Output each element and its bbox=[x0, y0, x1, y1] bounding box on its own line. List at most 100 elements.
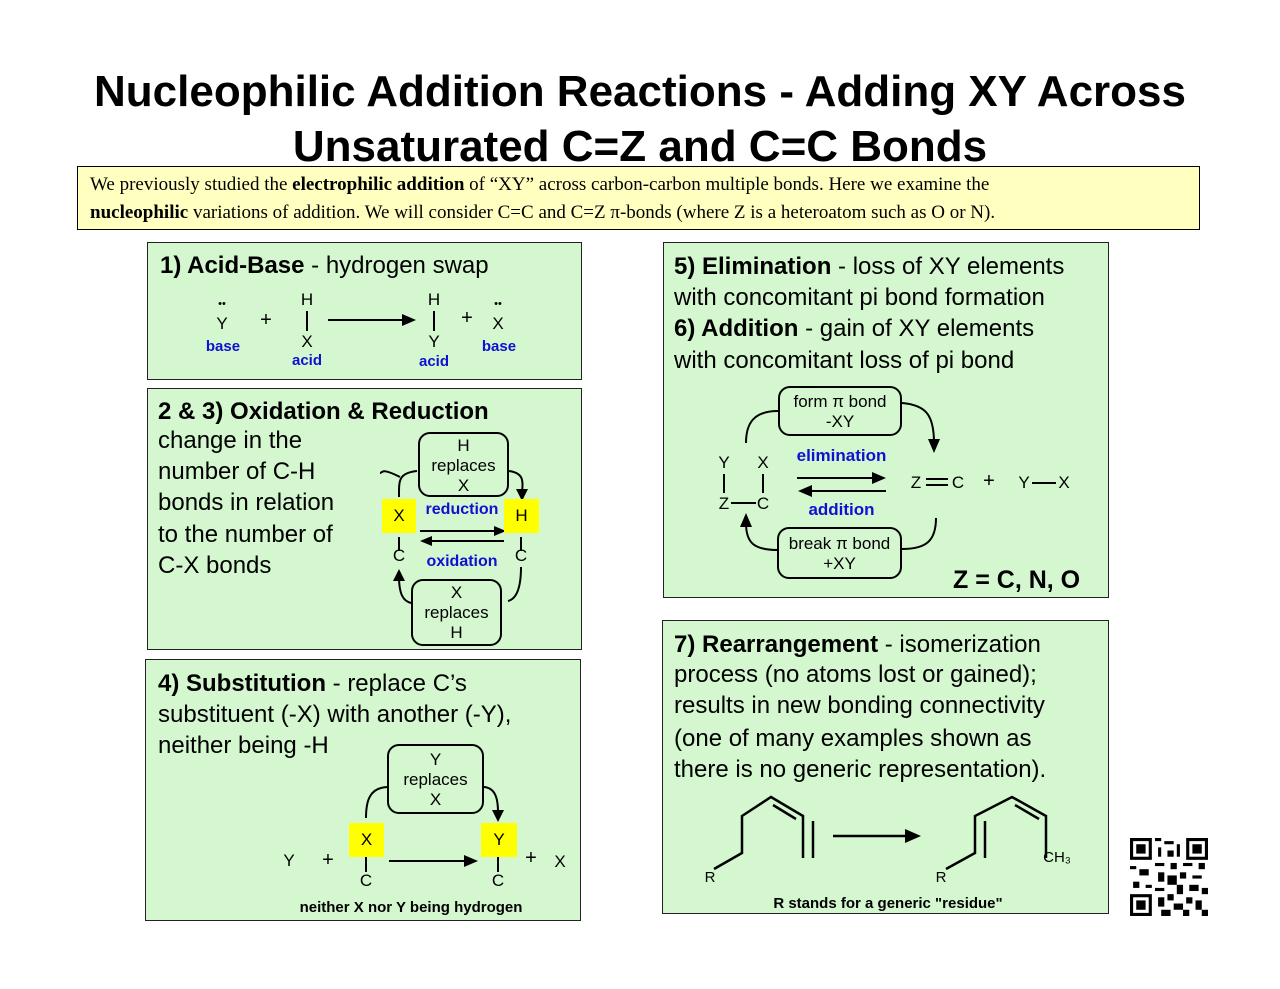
break-pi-bond-line1: break π bond bbox=[788, 534, 891, 553]
rearrangement-line-2: process (no atoms lost or gained); bbox=[674, 661, 1037, 688]
intro-bold-1: electrophilic addition bbox=[292, 174, 465, 195]
rearrangement-panel: 7) Rearrangement - isomerization process… bbox=[662, 620, 1109, 914]
intro-bold-2: nucleophilic bbox=[90, 202, 189, 223]
y-highlight-sub: Y bbox=[481, 823, 517, 857]
rearrangement-line-3: results in new bonding connectivity bbox=[674, 692, 1045, 719]
base-x: X bbox=[492, 314, 504, 333]
h-replaces-x-box: H replaces X bbox=[418, 432, 509, 497]
product-z: Z bbox=[910, 473, 922, 492]
substitution-title: 4) Substitution bbox=[158, 670, 326, 697]
acid-base-bonds bbox=[306, 311, 435, 331]
y-replaces-x-line1: Y bbox=[429, 750, 442, 769]
rearrangement-footnote: R stands for a generic "residue" bbox=[773, 895, 1003, 912]
page-title-line1: Nucleophilic Addition Reactions - Adding… bbox=[94, 67, 1186, 116]
leaving-x: X bbox=[554, 852, 566, 871]
h-replaces-x-line2: replaces bbox=[431, 456, 496, 475]
plus-left: + bbox=[322, 849, 334, 871]
oxred-line-1: change in the bbox=[158, 427, 303, 454]
oxidation-reduction-panel: 2 & 3) Oxidation & Reduction change in t… bbox=[147, 388, 582, 650]
base-label-2: base bbox=[481, 338, 517, 355]
elimination-title: 5) Elimination bbox=[674, 253, 832, 280]
break-pi-bond-line2: +XY bbox=[823, 554, 856, 573]
x-replaces-h-line3: H bbox=[450, 623, 463, 642]
substitution-panel: 4) Substitution - replace C’s substituen… bbox=[145, 659, 581, 921]
form-pi-bond-line1: form π bond bbox=[793, 392, 887, 411]
lone-pair-dots-2: •• bbox=[494, 298, 502, 310]
addition-label: addition bbox=[808, 500, 875, 519]
form-pi-bond-line2: -XY bbox=[825, 412, 855, 431]
addition-line-2: with concomitant loss of pi bond bbox=[674, 347, 1015, 374]
lone-pair-dots-1: •• bbox=[218, 298, 226, 310]
intro-text-2: of “XY” across carbon-carbon multiple bo… bbox=[464, 174, 990, 195]
h-highlight: H bbox=[504, 499, 539, 533]
intro-text-1: We previously studied the bbox=[90, 174, 293, 195]
nucleophile-y: Y bbox=[283, 851, 295, 870]
plus-xy: + bbox=[983, 470, 995, 492]
carbon-left: C bbox=[392, 546, 406, 565]
carbon-left-sub: C bbox=[359, 871, 373, 890]
rearrangement-line-4: (one of many examples shown as bbox=[674, 725, 1032, 752]
methyl-label: CH₃ bbox=[1043, 849, 1071, 866]
reactant-c: C bbox=[756, 494, 770, 513]
oxred-line-2: number of C-H bbox=[158, 458, 316, 485]
elimination-label: elimination bbox=[796, 446, 887, 465]
substitution-heading: 4) Substitution - replace C’s bbox=[158, 668, 467, 699]
oxred-line-5: C-X bonds bbox=[158, 552, 272, 579]
x-highlight: X bbox=[382, 499, 416, 533]
product-y: Y bbox=[428, 332, 440, 351]
oxred-line-4: to the number of bbox=[158, 521, 333, 548]
plus-2: + bbox=[461, 307, 473, 329]
break-pi-bond-box: break π bond +XY bbox=[777, 527, 902, 579]
intro-box: We previously studied the electrophilic … bbox=[77, 166, 1200, 230]
rearrangement-heading: 7) Rearrangement - isomerization bbox=[674, 629, 1041, 660]
acid-label-2: acid bbox=[418, 353, 449, 370]
addition-line-1: - gain of XY elements bbox=[798, 315, 1035, 342]
plus-right: + bbox=[525, 847, 537, 869]
oxred-heading: 2 & 3) Oxidation & Reduction bbox=[158, 398, 489, 425]
acid-base-panel: 1) Acid-Base - hydrogen swap •• Y base +… bbox=[147, 242, 582, 380]
reduction-label: reduction bbox=[425, 501, 499, 518]
rearrangement-line-1: - isomerization bbox=[878, 631, 1041, 658]
addition-title: 6) Addition bbox=[674, 315, 799, 342]
rearrangement-structures bbox=[713, 795, 1048, 871]
product-c: C bbox=[951, 473, 965, 492]
x-highlight-sub: X bbox=[349, 823, 384, 857]
y-replaces-x-line2: replaces bbox=[403, 770, 468, 789]
carbon-right: C bbox=[514, 546, 528, 565]
reactant-y: Y bbox=[718, 453, 730, 472]
plus-1: + bbox=[260, 309, 272, 331]
acid-x: X bbox=[301, 332, 313, 351]
intro-text-3: variations of addition. We will consider… bbox=[188, 202, 996, 223]
oxidation-label: oxidation bbox=[426, 553, 498, 570]
y-replaces-x-line3: X bbox=[429, 790, 442, 809]
h-replaces-x-line1: H bbox=[457, 436, 470, 455]
oxred-line-3: bonds in relation bbox=[158, 489, 335, 516]
x-replaces-h-box: X replaces H bbox=[411, 579, 502, 646]
r-group-right: R bbox=[935, 869, 947, 886]
rearrangement-title: 7) Rearrangement bbox=[674, 631, 879, 658]
substitution-arrows bbox=[365, 786, 504, 872]
acid-label-1: acid bbox=[291, 352, 322, 369]
oxred-arrows bbox=[379, 470, 528, 604]
elimination-addition-panel: 5) Elimination - loss of XY elements wit… bbox=[663, 242, 1109, 598]
addition-heading: 6) Addition - gain of XY elements bbox=[674, 313, 1034, 344]
elimination-line-1: - loss of XY elements bbox=[831, 253, 1065, 280]
elimination-heading: 5) Elimination - loss of XY elements bbox=[674, 251, 1064, 282]
elimination-arrows bbox=[723, 402, 1056, 551]
x-replaces-h-line2: replaces bbox=[424, 603, 489, 622]
acid-base-subtitle: - hydrogen swap bbox=[304, 252, 489, 279]
base-y: Y bbox=[216, 314, 228, 333]
product-x: X bbox=[1058, 473, 1070, 492]
base-label-1: base bbox=[205, 338, 241, 355]
z-definition: Z = C, N, O bbox=[953, 566, 1081, 594]
page-title-line2: Unsaturated C=Z and C=C Bonds bbox=[292, 122, 988, 171]
substitution-footnote: neither X nor Y being hydrogen bbox=[299, 899, 523, 916]
rearrangement-line-5: there is no generic representation). bbox=[674, 756, 1047, 783]
product-y: Y bbox=[1018, 473, 1030, 492]
substitution-line-2: substituent (-X) with another (-Y), bbox=[158, 701, 512, 728]
product-h: H bbox=[427, 290, 441, 309]
carbon-right-sub: C bbox=[491, 871, 505, 890]
reactant-x: X bbox=[757, 453, 769, 472]
acid-base-title: 1) Acid-Base bbox=[160, 252, 305, 279]
substitution-line-1: - replace C’s bbox=[325, 670, 467, 697]
